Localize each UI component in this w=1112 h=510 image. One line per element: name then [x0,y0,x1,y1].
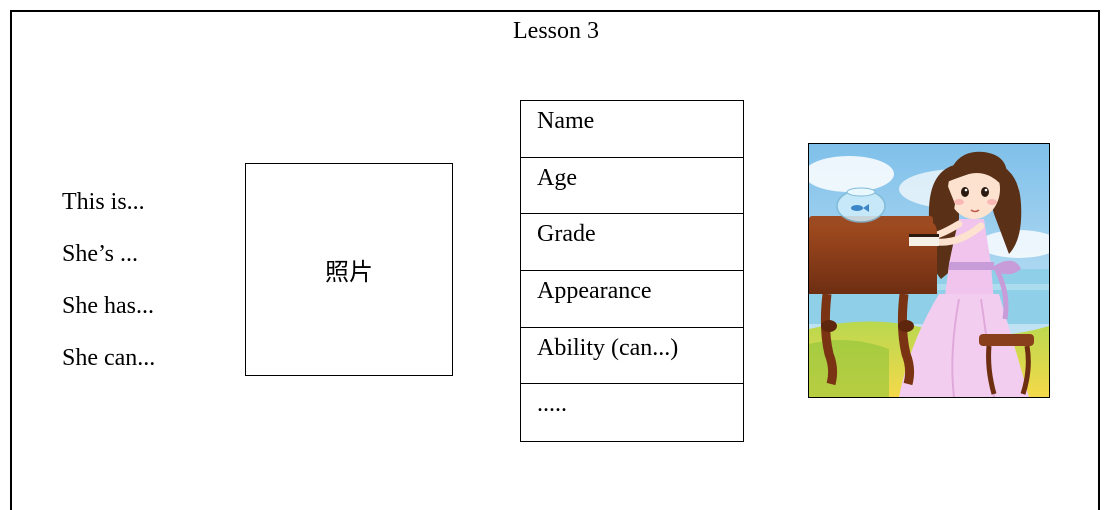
sentence-starter: This is... [62,189,145,215]
sentence-starter: She’s ... [62,241,139,267]
sentence-starter: She has... [62,293,154,319]
info-row-more: ..... [537,391,567,418]
lesson-title: Lesson 3 [513,18,599,44]
sentence-starter: She can... [62,345,156,371]
girl-playing-piano-illustration [808,143,1050,398]
page-frame [10,10,1100,510]
info-row-appearance: Appearance [521,271,743,328]
photo-placeholder-label: 照片 [325,258,373,286]
sentence-starters: This is... She’s ... She has... She can.… [62,180,155,388]
info-row-ability: Ability (can...) [521,328,743,385]
info-row-name: Name [521,101,743,158]
photo-placeholder-box: 照片 [245,163,453,376]
info-row-age: Age [521,158,743,215]
info-table: Name Age Grade Appearance Ability (can..… [520,100,744,442]
info-row-grade: Grade [521,214,743,272]
